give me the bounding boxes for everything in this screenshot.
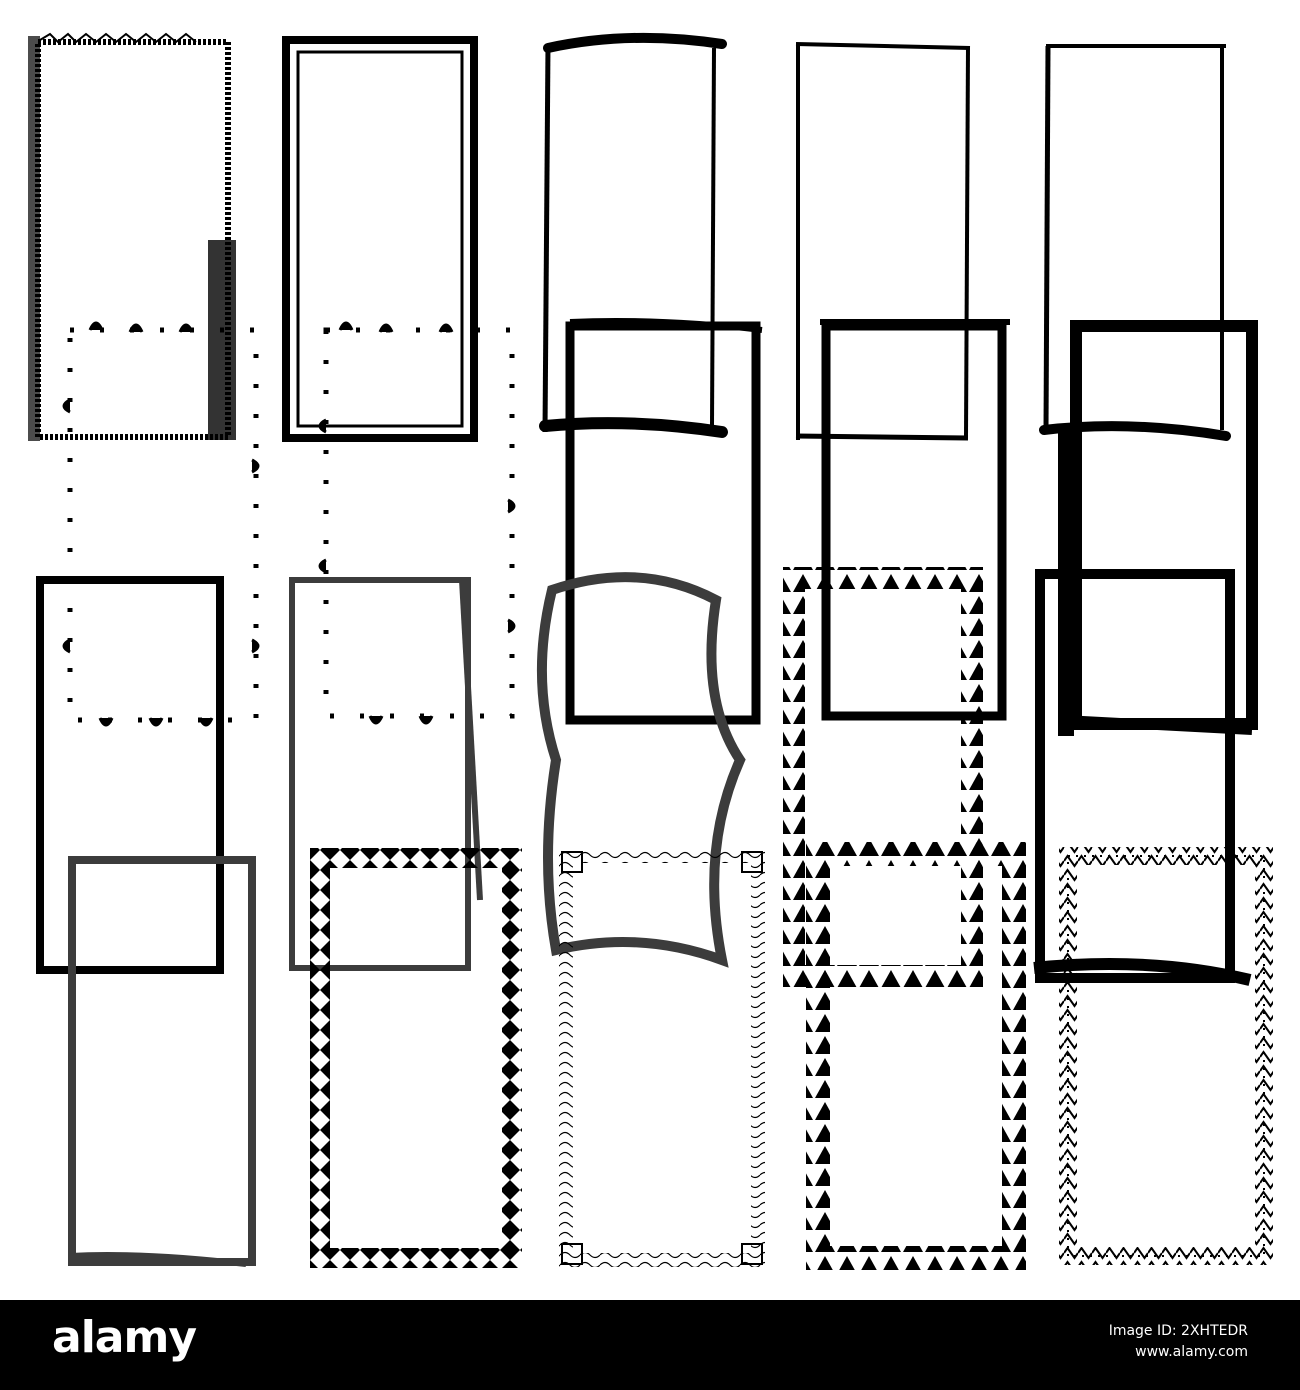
frame-leaf-dashed-2 bbox=[318, 321, 516, 725]
frame-plain-thick bbox=[36, 576, 224, 974]
image-id-label: Image ID: 2XHTEDR bbox=[1108, 1323, 1248, 1339]
frame-brush-6 bbox=[1058, 320, 1258, 736]
frame-brush-5 bbox=[820, 319, 1010, 721]
frame-brush-4 bbox=[565, 318, 763, 725]
frame-greek-key-wavy bbox=[559, 849, 765, 1267]
frame-brush-3 bbox=[1039, 44, 1231, 441]
frame-brush-2 bbox=[795, 42, 971, 441]
frame-diamond-pattern bbox=[310, 848, 522, 1268]
frame-brush-gray bbox=[68, 856, 256, 1267]
decorative-frames-artwork bbox=[28, 32, 1273, 1270]
site-link: www.alamy.com bbox=[1135, 1344, 1248, 1360]
frame-brush-1 bbox=[539, 32, 728, 438]
frame-scribble bbox=[28, 32, 236, 441]
frame-plain-thin bbox=[289, 577, 483, 971]
frame-grunge bbox=[282, 36, 478, 442]
frame-triangle-pattern bbox=[783, 567, 983, 987]
frame-leaf-dashed-1 bbox=[62, 321, 260, 727]
brand-logo: alamy bbox=[52, 1312, 197, 1363]
frame-zigzag-pattern bbox=[806, 842, 1026, 1270]
frame-wavy-brush bbox=[536, 572, 746, 968]
frame-beaded-zigzag bbox=[1059, 847, 1273, 1265]
footer-bar: alamy Image ID: 2XHTEDR www.alamy.com bbox=[0, 1300, 1300, 1390]
